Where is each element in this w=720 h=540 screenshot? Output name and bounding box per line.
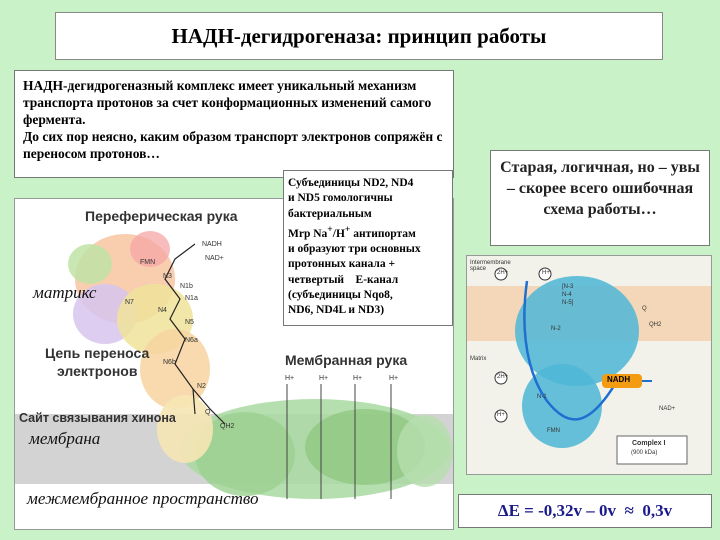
energy-text: ΔE = -0,32v – 0v ≈ 0,3v <box>497 501 673 520</box>
right-cluster-a: [N-3 <box>562 284 574 290</box>
subunit-line-2: и ND5 гомологичны <box>288 192 393 205</box>
proton-label-1: H+ <box>285 375 295 382</box>
right-n2-label: N-2 <box>551 326 561 332</box>
membrane-label: мембрана <box>29 429 101 448</box>
proton-label-4: H+ <box>389 375 399 382</box>
old-scheme-svg <box>467 256 711 474</box>
intermembrane-label: межмембранное пространство <box>27 489 259 508</box>
proton-circle-4 <box>494 409 508 423</box>
right-cluster-b: N-4 <box>562 292 572 298</box>
right-q-label: Q <box>642 306 647 312</box>
n6b-label: N6b <box>163 359 176 366</box>
subunit-line-1: Субъединицы ND2, ND4 <box>288 177 414 189</box>
right-n1-label: N-1 <box>537 394 547 400</box>
membrane-arm-label: Мембранная рука <box>285 352 408 368</box>
subunit-line-7: четвертый Е-канал <box>288 273 399 286</box>
proton-label-3: H+ <box>353 375 363 382</box>
complex-matrix-domain <box>522 364 602 448</box>
right-h-label-2: H+ <box>497 412 505 418</box>
energy-box: ΔE = -0,32v – 0v ≈ 0,3v <box>458 494 712 528</box>
q-label: Q <box>205 409 211 416</box>
intro-paragraph-2: До сих пор неясно, каким образом транспо… <box>23 129 443 161</box>
n1b-label: N1b <box>180 283 193 290</box>
quinone-site-label: Сайт связывания хинона <box>19 411 176 425</box>
peripheral-arm-shape <box>68 231 213 463</box>
warning-note-text: Старая, логичная, но – увы – скорее всег… <box>500 159 700 218</box>
n6a-label: N6a <box>185 337 198 344</box>
proton-label-2: H+ <box>319 375 329 382</box>
n2-label: N2 <box>197 383 206 390</box>
right-complex-label: Complex I <box>632 440 666 447</box>
proton-circle-1 <box>494 267 508 281</box>
intro-text-box: НАДН-дегидрогеназный комплекс имеет уник… <box>14 70 454 178</box>
right-cluster-c: N-5] <box>562 300 574 306</box>
electron-path-line <box>164 243 196 415</box>
membrane-arm-shape <box>180 399 453 499</box>
proton-circle-3 <box>494 371 508 385</box>
subunit-line-4: Mrp Na+/H+ антипортам <box>288 223 416 240</box>
subunit-line-6: протонных канала + <box>288 258 396 271</box>
intro-paragraph-1: НАДН-дегидрогеназный комплекс имеет уник… <box>23 78 432 127</box>
electron-chain-label-1: Цепь переноса <box>45 345 150 361</box>
nadh-badge <box>602 374 642 388</box>
complex-structure-svg <box>15 231 453 499</box>
n3-label: N3 <box>163 273 172 280</box>
old-scheme-figure: Intermembrane space Matrix 2H+ H+ 2H+ H+… <box>466 255 712 475</box>
subunit-line-5: и образуют три основных <box>288 243 421 256</box>
subunit-note-box: Субъединицы ND2, ND4 и ND5 гомологичны б… <box>283 170 453 326</box>
subunit-line-3: бактериальным <box>288 207 372 220</box>
quinone-path-line <box>192 388 226 425</box>
complex-label-box <box>616 435 688 465</box>
right-nad-label: NAD+ <box>659 406 676 412</box>
n1a-label: N1a <box>185 295 198 302</box>
subunit-line-8: (субъединицы Nqo8, <box>288 288 393 301</box>
right-h-label-1: H+ <box>542 270 550 276</box>
right-matrix-label: Matrix <box>470 356 487 362</box>
qh2-label: QH2 <box>220 423 235 430</box>
n4-label: N4 <box>158 307 167 314</box>
subunit-line-9: ND6, ND4L и ND3) <box>288 304 385 317</box>
electron-flow-line <box>523 280 619 421</box>
nad-label: NAD+ <box>205 255 224 262</box>
right-intermembrane-label: Intermembrane space <box>470 260 511 272</box>
fmn-label: FMN <box>140 259 156 266</box>
n7-label: N7 <box>125 299 134 306</box>
n5-label: N5 <box>185 319 194 326</box>
complex-membrane-domain <box>515 276 639 386</box>
proton-circle-2 <box>538 267 552 281</box>
right-qh2-label: QH2 <box>649 322 662 328</box>
electron-chain-label-2: электронов <box>57 363 138 379</box>
right-h2-label-1: 2H+ <box>497 270 509 276</box>
matrix-label: матрикс <box>33 283 97 302</box>
right-h2-label-2: 2H+ <box>497 374 509 380</box>
title-text: НАДН-дегидрогеназа: принцип работы <box>171 23 547 48</box>
right-complex-size: (900 kDa) <box>631 450 658 456</box>
peripheral-arm-label: Переферическая рука <box>85 208 238 224</box>
warning-note-box: Старая, логичная, но – увы – скорее всег… <box>490 150 710 246</box>
proton-arrows <box>286 384 392 499</box>
page-title: НАДН-дегидрогеназа: принцип работы <box>55 12 663 60</box>
right-fmn-label: FMN <box>547 428 560 434</box>
right-nadh-label: NADH <box>607 375 631 384</box>
nadh-label: NADH <box>202 241 222 248</box>
